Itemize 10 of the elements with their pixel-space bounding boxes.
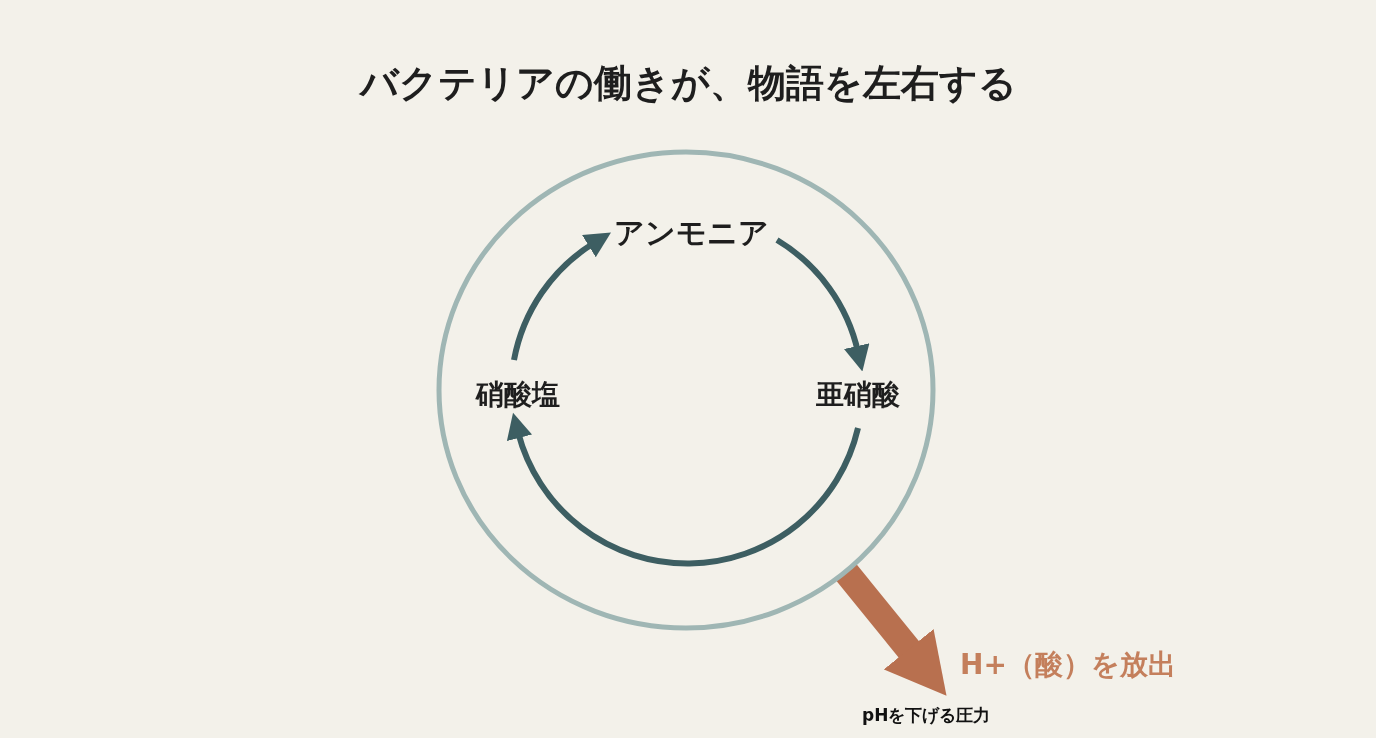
note: pHを下げる圧力 <box>862 704 991 727</box>
arrow <box>507 413 861 567</box>
substance-label: アンモニア <box>612 214 770 252</box>
arrow <box>835 563 947 696</box>
arrow <box>511 231 611 361</box>
substance-label: 亜硝酸 <box>815 377 901 413</box>
substance-label: 硝酸塩 <box>474 377 561 413</box>
release-label: H+（酸）を放出 <box>960 647 1177 683</box>
title: バクテリアの働きが、物語を左右する <box>358 59 1018 107</box>
arrow <box>775 237 869 372</box>
